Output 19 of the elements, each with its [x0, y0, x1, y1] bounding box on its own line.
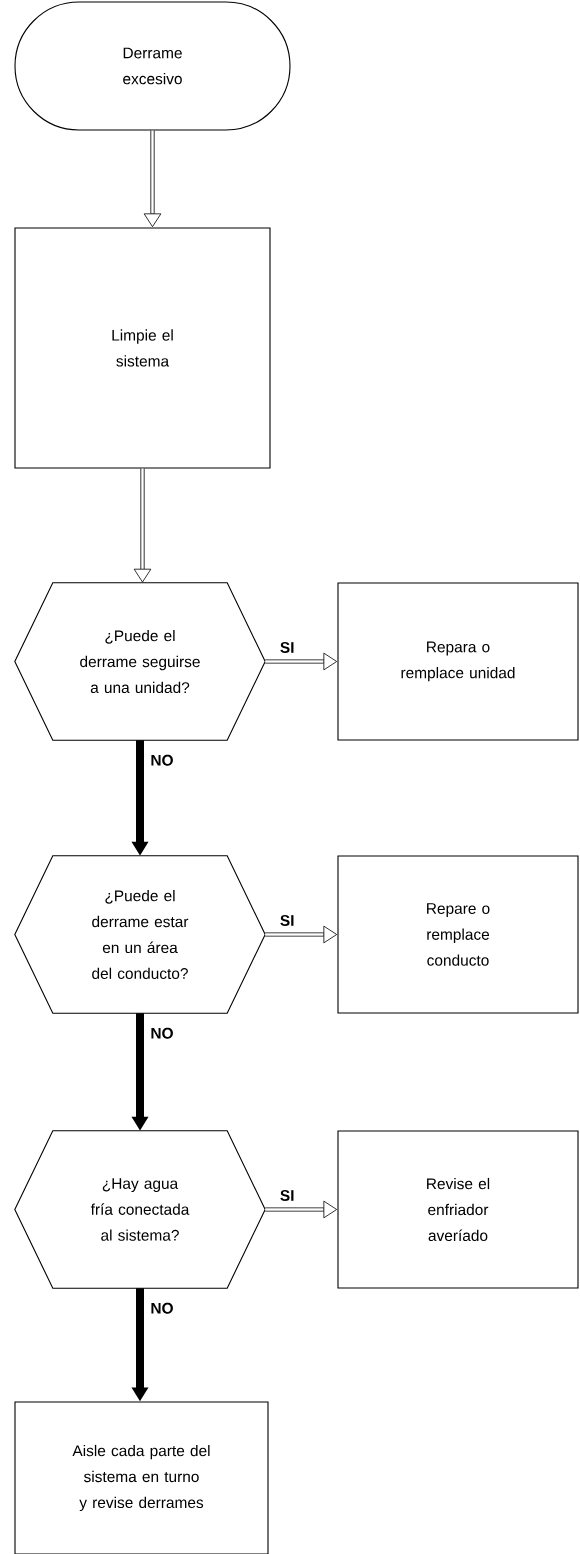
arrow	[143, 130, 162, 228]
edge-label: NO	[149, 753, 175, 767]
edge-label: SI	[278, 1189, 296, 1202]
process-box: Revise el enfriador averíado	[337, 1130, 579, 1289]
decision-hexagon: ¿Puede el derrame seguirse a una unidad?	[14, 582, 266, 741]
arrow	[265, 925, 338, 944]
edge-label: NO	[149, 1301, 175, 1315]
process-box: Repara o remplace unidad	[337, 582, 579, 741]
edge-label: SI	[278, 914, 296, 927]
edge-label: SI	[278, 641, 296, 654]
arrow	[265, 1200, 338, 1219]
process-box: Aisle cada parte del sistema en turno y revise derrames	[14, 1401, 269, 1554]
process-box: Repare o remplace conducto	[337, 855, 579, 1014]
decision-hexagon: ¿Hay agua fría conectada al sistema?	[14, 1130, 266, 1289]
arrow	[133, 468, 152, 583]
process-box: Limpie el sistema	[14, 227, 271, 469]
edge-label: NO	[149, 1026, 175, 1040]
arrow	[265, 652, 338, 671]
decision-hexagon: ¿Puede el derrame estar en un área del conducto?	[14, 855, 266, 1014]
